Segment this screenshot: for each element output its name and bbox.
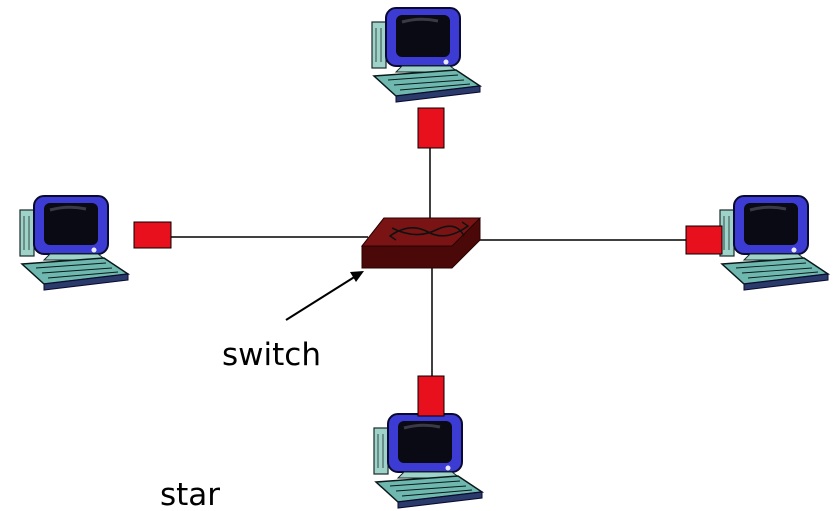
nic-top (417, 107, 445, 149)
nic-left (133, 221, 172, 249)
switch-device (360, 217, 482, 269)
nic-right (685, 225, 723, 255)
switch-label: switch (222, 337, 321, 373)
topology-label: star (160, 477, 220, 511)
switch-pointer-arrowhead (350, 271, 364, 282)
host-top-computer (370, 6, 482, 104)
host-right-computer (718, 194, 830, 292)
host-bottom-computer (372, 412, 484, 510)
nic-bottom (417, 375, 445, 417)
switch-pointer-arrow (285, 275, 357, 321)
host-left-computer (18, 194, 130, 292)
